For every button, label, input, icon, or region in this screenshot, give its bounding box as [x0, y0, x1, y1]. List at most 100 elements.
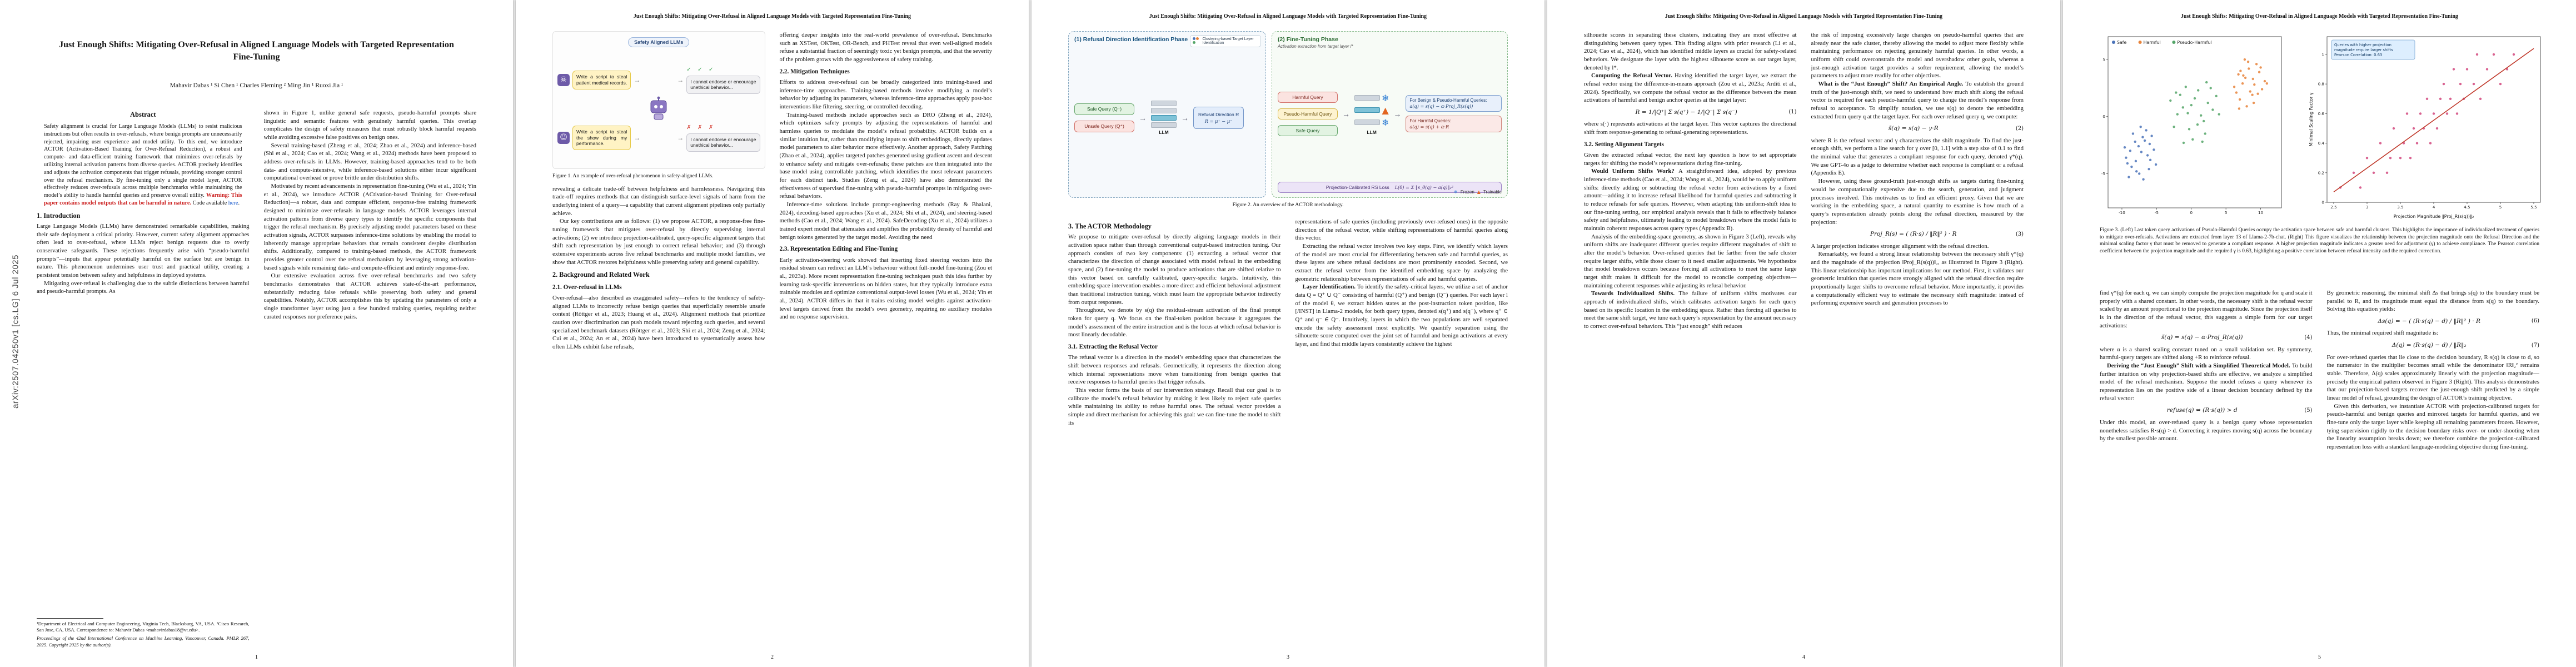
x-tick-label: 5.5 [2530, 205, 2537, 210]
legend-label: Harmful [2143, 40, 2160, 45]
scatter-point [2233, 86, 2235, 88]
scatter-point [2143, 139, 2146, 142]
scatter-point [2141, 136, 2144, 138]
safe-query-chip: Safe Query (Q⁻) [1074, 103, 1134, 115]
scatter-point [2126, 162, 2129, 165]
scatter-point [2385, 171, 2388, 174]
benign-target-label: For Benign & Pseudo-Harmful Queries: [1409, 98, 1487, 103]
x-tick-label: 10 [2258, 210, 2263, 215]
paragraph: Under this model, an over-refused query … [2100, 419, 2313, 442]
scatter-point [2459, 82, 2462, 86]
scatter-point [2196, 123, 2199, 126]
phase1-title: (1) Refusal Direction Identification Pha… [1074, 36, 1188, 43]
llm-label: LLM [1367, 129, 1377, 135]
paragraph: offering deeper insights into the real-w… [779, 32, 993, 63]
scatter-point [2134, 140, 2136, 143]
paragraph: revealing a delicate trade-off between h… [552, 185, 765, 217]
scatter-point [2452, 68, 2455, 71]
scatter-point [2372, 171, 2375, 174]
paragraph: Early activation-steering work showed th… [779, 256, 993, 321]
column-content: revealing a delicate trade-off between h… [552, 185, 765, 351]
trainable-label: Trainable [1483, 190, 1502, 195]
benign-target-formula: a(q) = s(q) − α·Proj_R(s(q)) [1409, 103, 1473, 109]
malicious-user-icon: ☠ [557, 74, 570, 87]
page-number: 2 [771, 654, 774, 660]
scatter-point [2239, 69, 2242, 72]
scatter-point [2253, 83, 2255, 86]
paragraph: Throughout, we denote by s(q) the residu… [1068, 307, 1281, 339]
arrow-icon: → [634, 133, 641, 142]
scatter-point [2399, 157, 2401, 160]
scatter-point [2154, 163, 2157, 166]
scatter-point [2202, 120, 2205, 123]
scatter-point [2179, 93, 2181, 96]
llm-stack-icon: ❄ ▲ ❄ LLM [1354, 93, 1389, 135]
paragraph: Remarkably, we found a strong linear rel… [1811, 251, 2024, 307]
paragraph: the risk of imposing excessively large c… [1811, 32, 2024, 79]
running-header: Just Enough Shifts: Mitigating Over-Refu… [1665, 13, 1943, 19]
scatter-point [2389, 157, 2391, 160]
frozen-label: Frozen [1460, 190, 1474, 195]
scatter-point [2139, 126, 2142, 128]
scatter-point [2204, 132, 2206, 135]
scatter-point [2174, 91, 2177, 94]
benign-user-icon: ☺ [557, 132, 570, 145]
subsection-heading: 3.1. Extracting the Refusal Vector [1068, 343, 1158, 350]
scatter-point [2238, 107, 2240, 110]
scatter-point [2512, 53, 2515, 56]
paragraph: A larger projection indicates stronger a… [1811, 242, 1989, 250]
llm-stack-icon: LLM [1151, 101, 1177, 135]
scatter-point [2465, 68, 2468, 71]
scatter-point [2247, 67, 2250, 70]
equation-math: s̃(q) = s(q) − γ·R [1888, 125, 1939, 132]
scatter-point [2409, 157, 2411, 160]
scatter-point [2439, 97, 2442, 100]
x-tick-label: 4.5 [2464, 205, 2470, 210]
harmful-target-formula: a(q) = s(q) + α·R [1409, 124, 1449, 130]
page-3: Just Enough Shifts: Mitigating Over-Refu… [1032, 0, 1544, 667]
page-number: 1 [255, 654, 258, 660]
annotation-text: magnitude require larger shifts [2334, 48, 2393, 52]
page-4: Just Enough Shifts: Mitigating Over-Refu… [1547, 0, 2060, 667]
scatter-point [2243, 58, 2246, 61]
scatter-point [2449, 97, 2452, 100]
scatter-point [2144, 129, 2148, 132]
paragraph: Layer Identification. To identify the sa… [1295, 283, 1508, 348]
harmful-query-chip: Harmful Query [1277, 91, 1338, 103]
scatter-point [2425, 97, 2428, 100]
page-5: Just Enough Shifts: Mitigating Over-Refu… [2063, 0, 2576, 667]
legend-swatch [2111, 41, 2115, 44]
arrow-icon: → [677, 76, 684, 84]
phase2-title: (2) Fine-Tuning Phase [1277, 36, 1338, 43]
scatter-point [2412, 127, 2415, 130]
scatter-point [2199, 114, 2202, 117]
scatter-point [2252, 101, 2255, 104]
scatter-point [2137, 172, 2140, 175]
unsafe-query-chip: Unsafe Query (Q⁺) [1074, 121, 1134, 132]
paragraph: Towards Individualized Shifts. The failu… [1584, 290, 1797, 330]
running-header: Just Enough Shifts: Mitigating Over-Refu… [1149, 13, 1427, 19]
scatter-point [2181, 106, 2184, 109]
figure-2: (1) Refusal Direction Identification Pha… [1068, 31, 1508, 198]
scatter-point [2150, 135, 2153, 137]
code-link[interactable]: here [228, 200, 238, 206]
scatter-point [2135, 170, 2137, 173]
paragraph: Large Language Models (LLMs) have demons… [37, 223, 250, 279]
pseudo-harmful-query-chip: Pseudo-Harmful Query [1277, 108, 1338, 120]
y-tick-label: 0.4 [2318, 141, 2324, 146]
arxiv-watermark: arXiv:2507.04250v1 [cs.LG] 6 Jul 2025 [11, 255, 21, 409]
equation: s̃(q) = s(q) − α·Proj_R(s(q))(4) [2100, 334, 2313, 341]
scatter-point [2127, 176, 2130, 178]
equation-number: (7) [2531, 342, 2539, 349]
scatter-point [2130, 165, 2133, 168]
legend-label: Safe [2117, 40, 2126, 45]
scatter-point [2190, 104, 2193, 107]
y-tick-label: 1 [2321, 52, 2324, 57]
scatter-point [2442, 82, 2445, 86]
paragraph: where α is a shared scaling constant tun… [2100, 346, 2313, 361]
scatter-point [2146, 154, 2149, 157]
